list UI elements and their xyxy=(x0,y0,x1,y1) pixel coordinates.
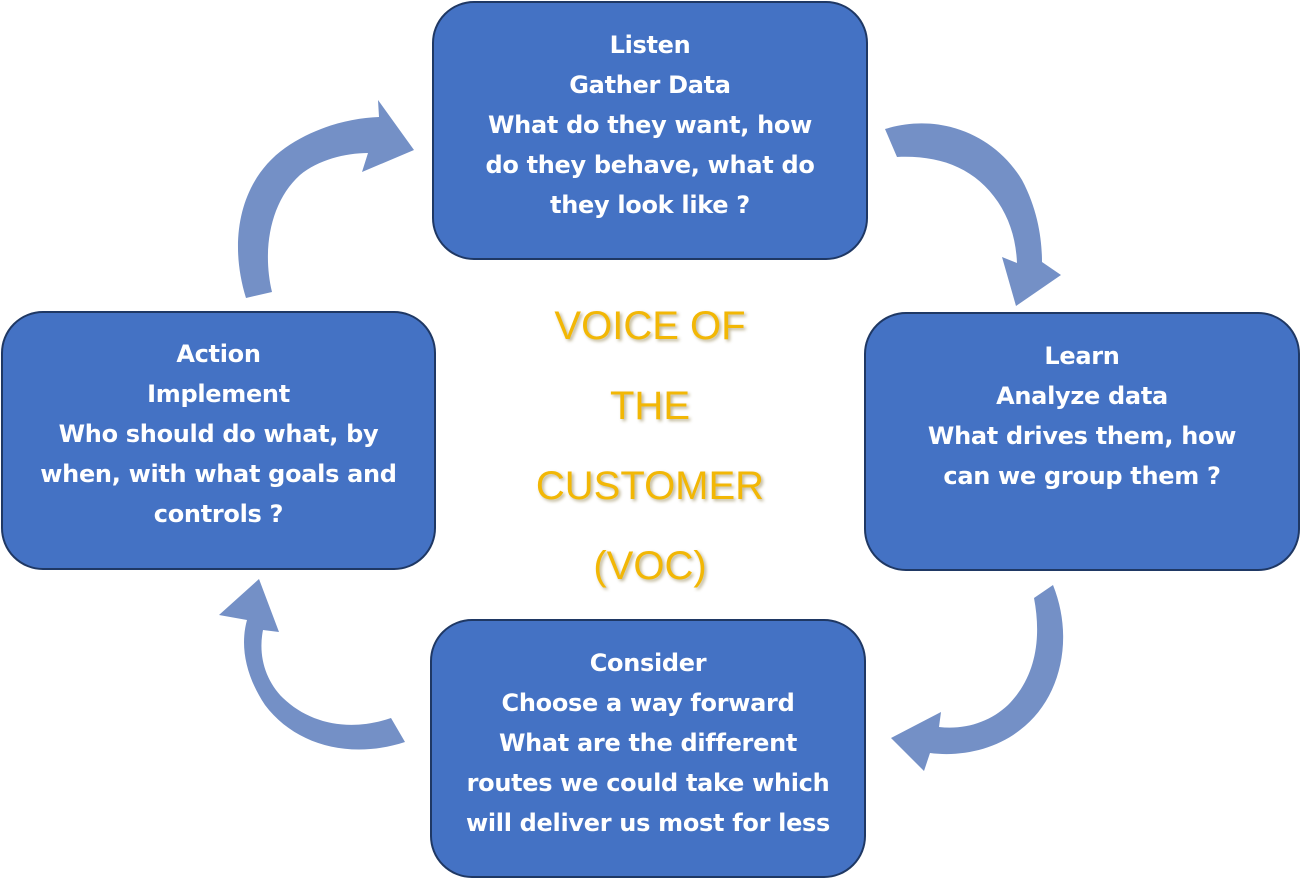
stage-description-line: they look like ? xyxy=(550,191,750,219)
stage-box-action: Action Implement Who should do what, by … xyxy=(1,311,436,570)
stage-box-listen: Listen Gather Data What do they want, ho… xyxy=(432,1,868,260)
title-line: THE xyxy=(610,384,690,428)
stage-description-line: do they behave, what do xyxy=(485,151,815,179)
stage-description-line: What drives them, how xyxy=(927,422,1237,450)
stage-description-line: Who should do what, by xyxy=(58,420,379,448)
stage-heading: Action xyxy=(176,340,261,368)
arrow-listen-to-learn-icon xyxy=(885,123,1061,306)
title-line: (VOC) xyxy=(593,544,707,588)
arrow-action-to-listen-icon xyxy=(237,100,414,298)
stage-description-line: What do they want, how xyxy=(488,111,812,139)
stage-description-line: routes we could take which xyxy=(466,769,830,797)
stage-subheading: Analyze data xyxy=(996,382,1168,410)
stage-subheading: Gather Data xyxy=(569,71,731,99)
stage-box-learn: Learn Analyze data What drives them, how… xyxy=(864,312,1300,571)
stage-description-line: can we group them ? xyxy=(943,462,1221,490)
stage-heading: Listen xyxy=(609,31,691,59)
stage-box-consider: Consider Choose a way forward What are t… xyxy=(430,619,866,878)
stage-description-line: What are the different xyxy=(498,729,798,757)
stage-description-line: controls ? xyxy=(153,500,284,528)
stage-description-line: when, with what goals and xyxy=(40,460,397,488)
title-line: CUSTOMER xyxy=(535,464,765,508)
stage-heading: Consider xyxy=(589,649,707,677)
stage-heading: Learn xyxy=(1044,342,1120,370)
diagram-title: VOICE OF THE CUSTOMER (VOC) xyxy=(500,286,800,606)
title-line: VOICE OF xyxy=(554,304,746,348)
stage-description-line: will deliver us most for less xyxy=(465,809,831,837)
arrow-learn-to-consider-icon xyxy=(891,585,1064,771)
stage-subheading: Implement xyxy=(147,380,290,408)
stage-subheading: Choose a way forward xyxy=(501,689,795,717)
arrow-consider-to-action-icon xyxy=(219,579,405,750)
